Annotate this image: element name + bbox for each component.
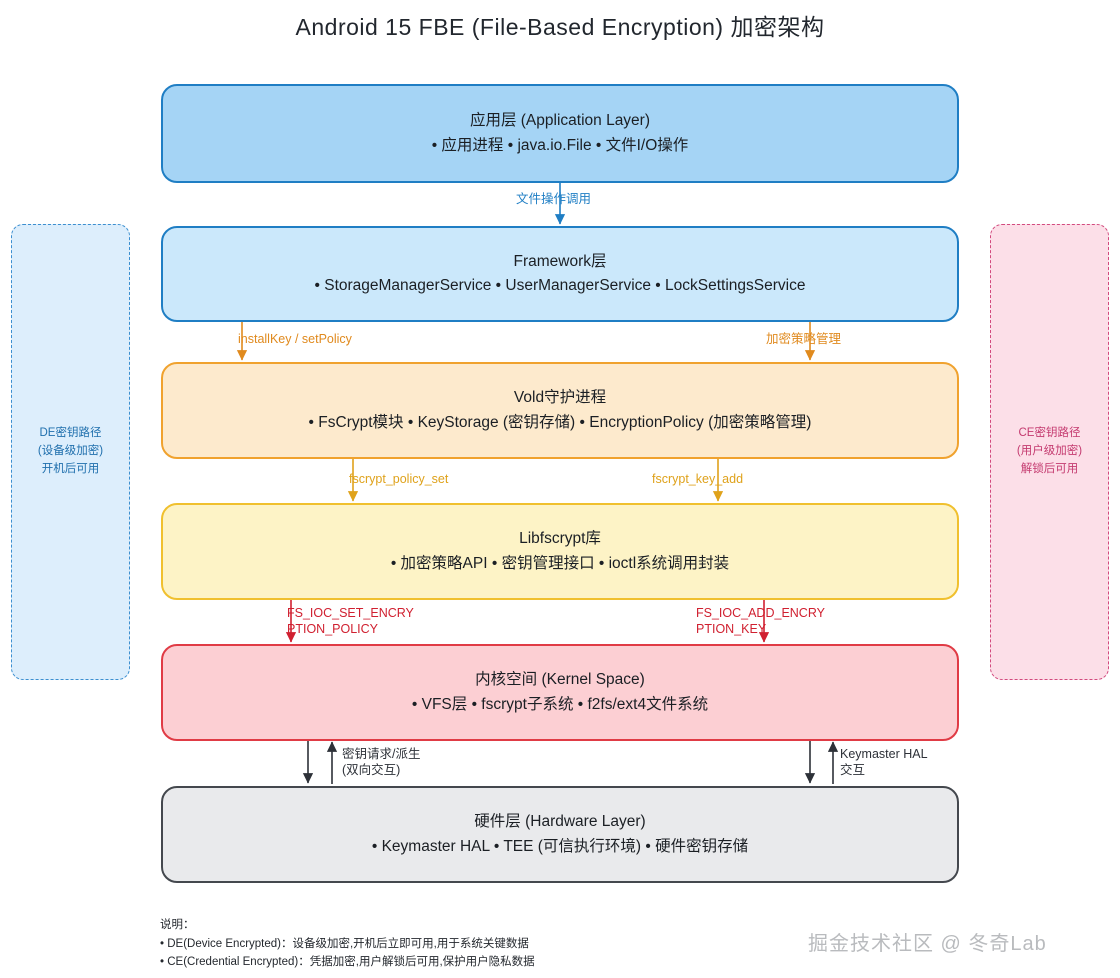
layer-kernel-title: 内核空间 (Kernel Space) bbox=[475, 671, 645, 689]
watermark: 掘金技术社区 @ 冬奇Lab bbox=[808, 933, 1047, 955]
edge-label-ioc-add-key: FS_IOC_ADD_ENCRY PTION_KEY bbox=[696, 606, 825, 636]
edge-label-policy-mgmt: 加密策略管理 bbox=[766, 332, 842, 346]
layer-kernel-items: • VFS层 • fscrypt子系统 • f2fs/ext4文件系统 bbox=[411, 695, 709, 713]
edge-label-file-op-call: 文件操作调用 bbox=[516, 192, 592, 206]
page-title: Android 15 FBE (File-Based Encryption) 加… bbox=[295, 14, 825, 40]
edge-label-fscrypt-key-add: fscrypt_key_add bbox=[652, 472, 744, 486]
edge-label-keymaster-hal: Keymaster HAL 交互 bbox=[840, 747, 928, 777]
legend-notes: 说明： • DE(Device Encrypted)：设备级加密,开机后立即可用… bbox=[160, 919, 535, 969]
layer-hardware-items: • Keymaster HAL • TEE (可信执行环境) • 硬件密钥存储 bbox=[371, 837, 749, 855]
de-key-path-label: DE密钥路径 (设备级加密) 开机后可用 bbox=[37, 427, 104, 475]
layer-framework-items: • StorageManagerService • UserManagerSer… bbox=[314, 277, 806, 294]
layer-vold-title: Vold守护进程 bbox=[513, 389, 607, 407]
edge-label-key-request: 密钥请求/派生 (双向交互) bbox=[342, 747, 421, 777]
layer-libfscrypt-title: Libfscrypt库 bbox=[519, 530, 601, 548]
layer-vold-items: • FsCrypt模块 • KeyStorage (密钥存储) • Encryp… bbox=[308, 413, 812, 431]
edge-label-fscrypt-policy-set: fscrypt_policy_set bbox=[349, 472, 449, 486]
layer-framework[interactable]: Framework层 • StorageManagerService • Use… bbox=[161, 226, 959, 322]
layer-application-items: • 应用进程 • java.io.File • 文件I/O操作 bbox=[431, 136, 689, 154]
ce-key-path-label: CE密钥路径 (用户级加密) 解锁后可用 bbox=[1016, 427, 1083, 475]
de-key-path-panel: DE密钥路径 (设备级加密) 开机后可用 bbox=[11, 224, 130, 680]
ce-key-path-panel: CE密钥路径 (用户级加密) 解锁后可用 bbox=[990, 224, 1109, 680]
layer-libfscrypt[interactable]: Libfscrypt库 • 加密策略API • 密钥管理接口 • ioctl系统… bbox=[161, 503, 959, 600]
layer-hardware-title: 硬件层 (Hardware Layer) bbox=[474, 813, 646, 831]
layer-application[interactable]: 应用层 (Application Layer) • 应用进程 • java.io… bbox=[161, 84, 959, 183]
layer-libfscrypt-items: • 加密策略API • 密钥管理接口 • ioctl系统调用封装 bbox=[390, 554, 730, 572]
layer-application-title: 应用层 (Application Layer) bbox=[469, 112, 651, 130]
edge-label-ioc-set-policy: FS_IOC_SET_ENCRY PTION_POLICY bbox=[287, 606, 414, 636]
layer-framework-title: Framework层 bbox=[513, 252, 607, 270]
layer-kernel[interactable]: 内核空间 (Kernel Space) • VFS层 • fscrypt子系统 … bbox=[161, 644, 959, 741]
layer-vold[interactable]: Vold守护进程 • FsCrypt模块 • KeyStorage (密钥存储)… bbox=[161, 362, 959, 459]
edge-label-installkey: installKey / setPolicy bbox=[238, 332, 352, 346]
layer-hardware[interactable]: 硬件层 (Hardware Layer) • Keymaster HAL • T… bbox=[161, 786, 959, 883]
